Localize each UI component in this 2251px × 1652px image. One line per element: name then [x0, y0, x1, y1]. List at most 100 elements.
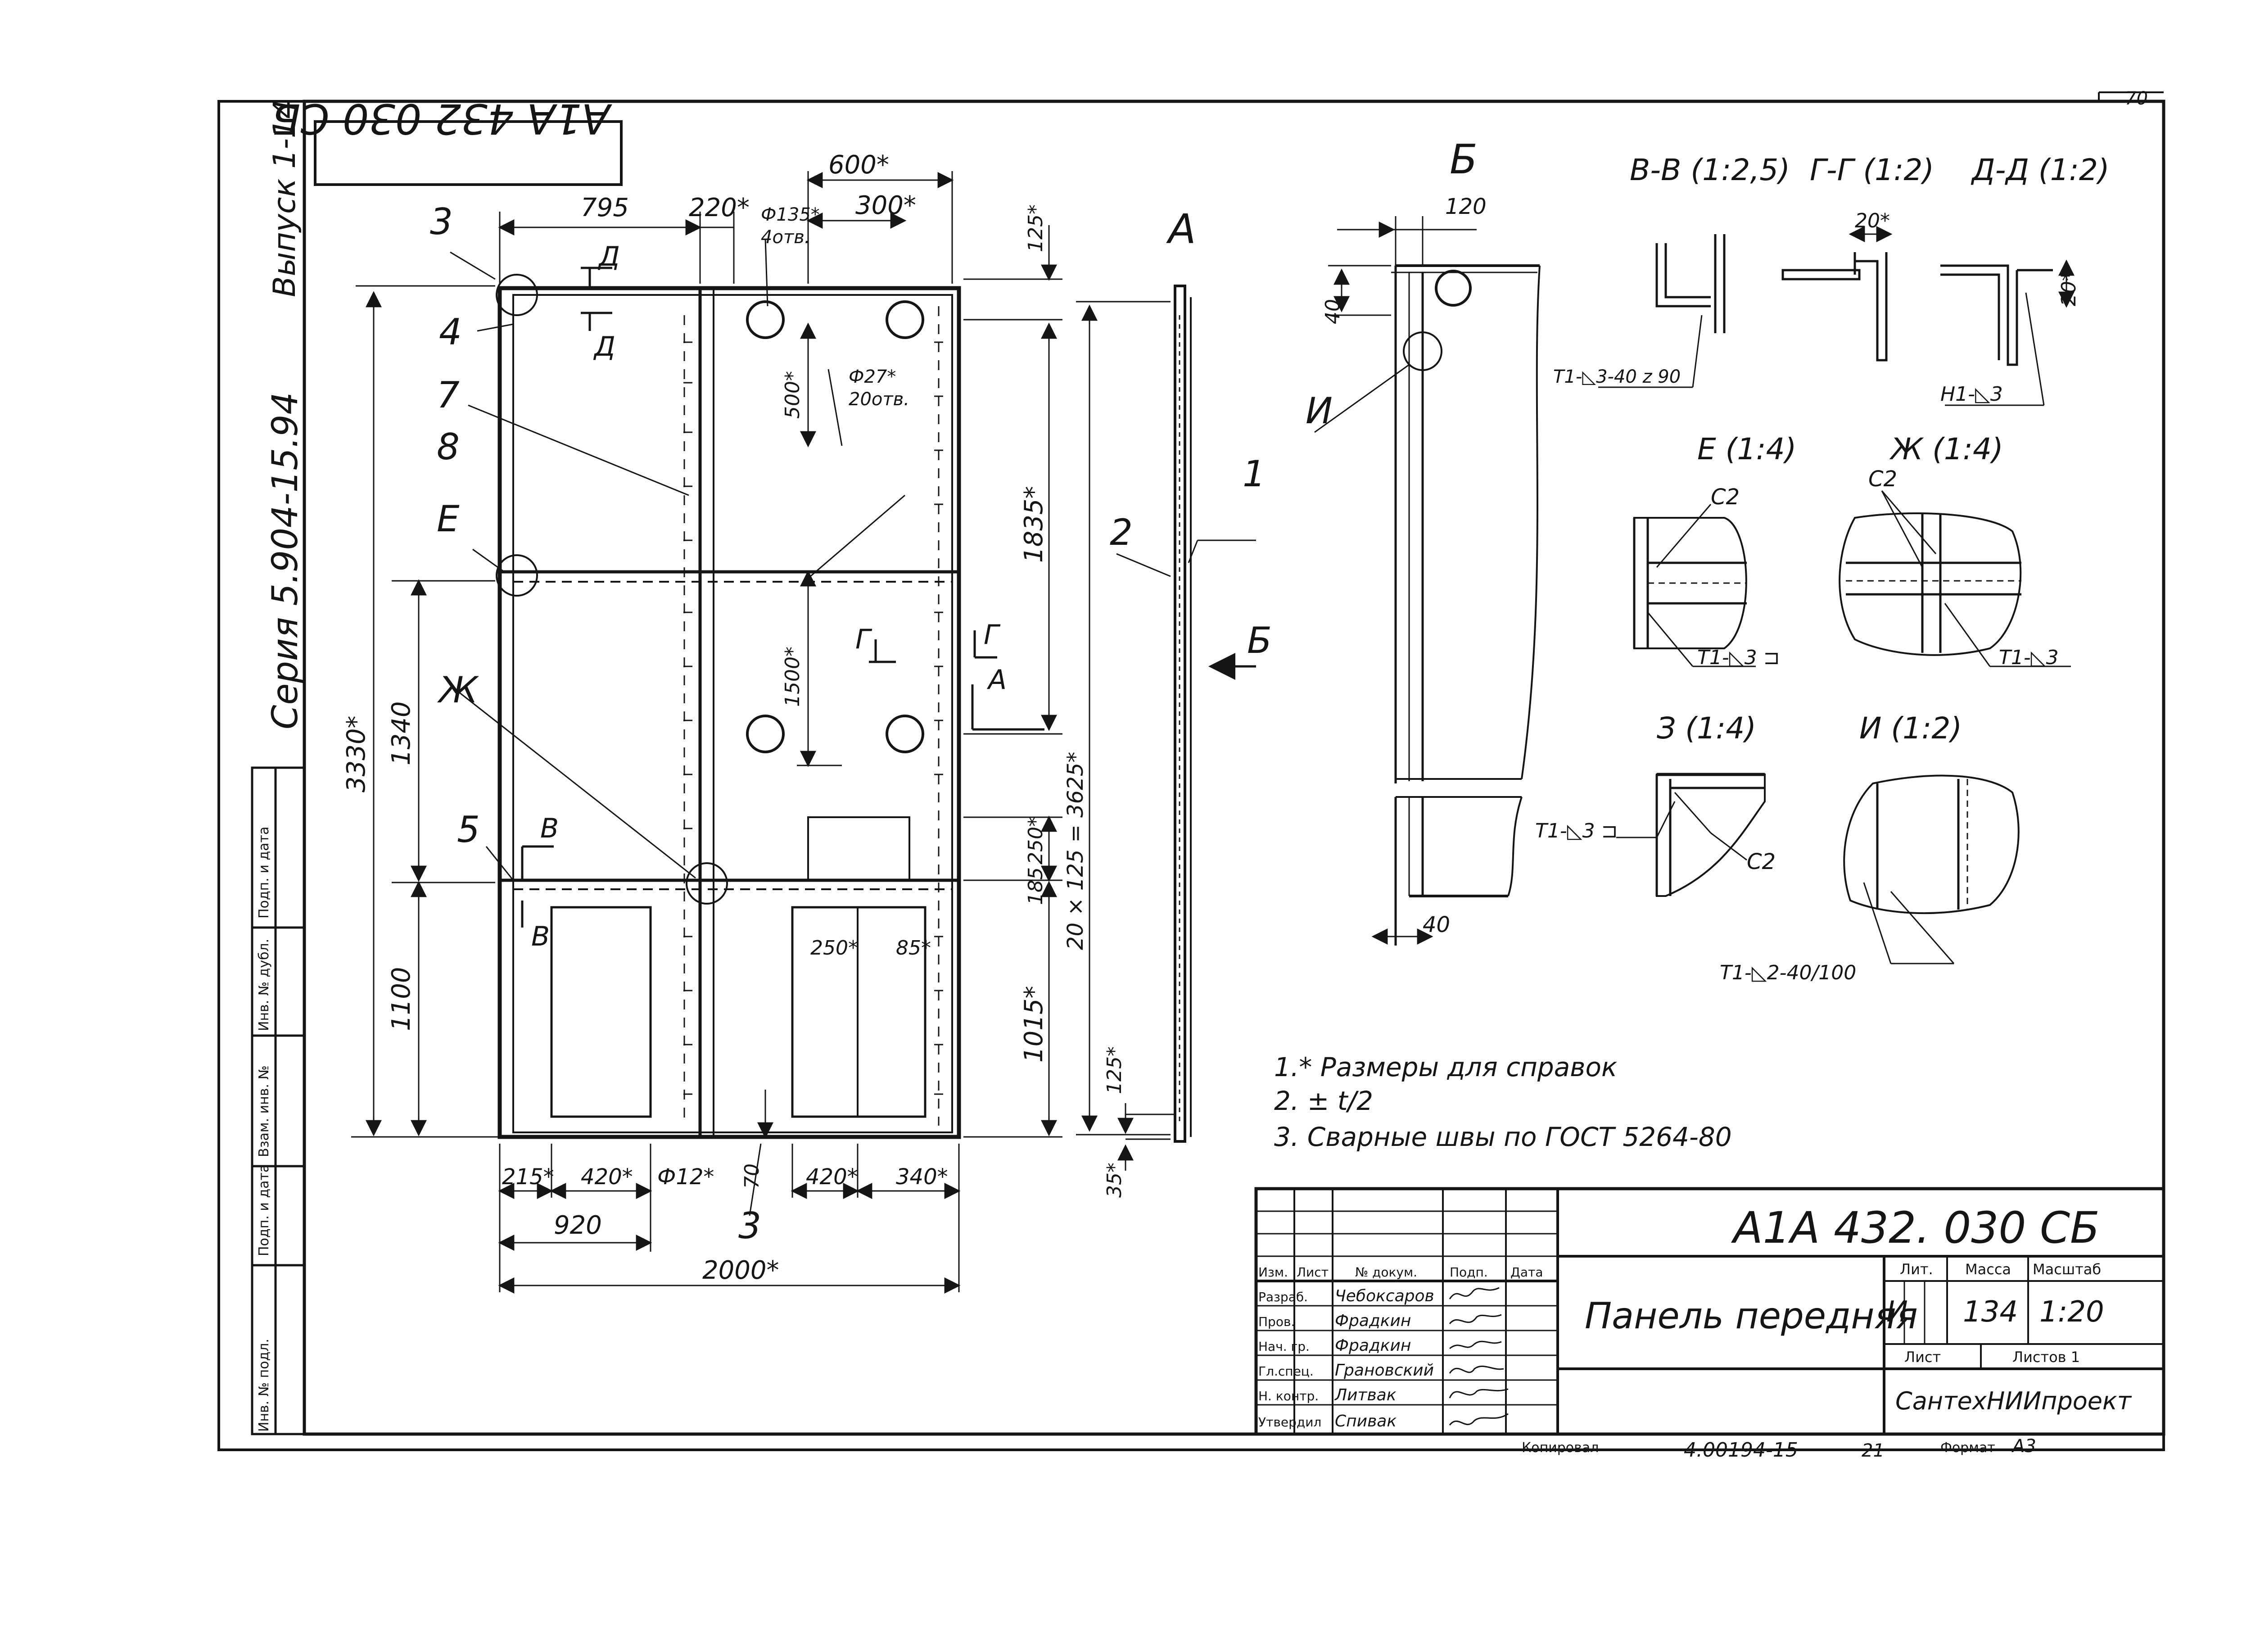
value-scale: 1:20 — [2039, 1295, 2104, 1329]
hole-small-label: Ф27* — [849, 367, 896, 387]
dim-420-left: 420* — [581, 1164, 633, 1190]
header-mass: Масса — [1965, 1261, 2011, 1278]
callout-5: 5 — [457, 809, 480, 851]
detail-dd-dim: 20* — [2057, 271, 2080, 306]
dim-1100: 1100 — [387, 967, 416, 1031]
stamp-podp-data-2: Подп. и дата — [256, 827, 272, 919]
dim-250: 250* — [1024, 817, 1047, 864]
title-block-headers: Лит. Масса Масштаб Лист Листов 1 — [1900, 1261, 2101, 1366]
section-mark-g-right: Г — [984, 619, 1001, 651]
sig-role-5: Утвердил — [1258, 1415, 1321, 1430]
side-view-a — [1076, 285, 1256, 1171]
copy-sheet: 21 — [1862, 1440, 1885, 1461]
format-label: Формат — [1940, 1440, 1995, 1456]
dim-220: 220* — [689, 193, 750, 222]
title-organization: СантехНИИпроект — [1895, 1387, 2132, 1415]
detail-vv — [1598, 234, 1726, 388]
header-sheet: Лист — [1904, 1349, 1941, 1366]
side-view-a-labels: А 20 × 125 = 3625* 125* 35* 1 2 Б — [1063, 206, 1272, 1198]
dim-185: 185 — [1024, 867, 1047, 905]
view-b-dim-40-bottom: 40 — [1423, 912, 1450, 937]
callout-3-bottom: 3 — [738, 1205, 761, 1247]
detail-titles: В-В (1:2,5) Г-Г (1:2) Д-Д (1:2) Е (1:4) … — [1630, 153, 2110, 746]
value-lit: И — [1886, 1295, 1908, 1329]
header-scale: Масштаб — [2033, 1261, 2101, 1278]
rev-header-podp: Подп. — [1450, 1265, 1488, 1280]
sig-role-0: Разраб. — [1258, 1290, 1308, 1304]
callout-zh: Ж — [437, 669, 479, 711]
sheet-corner-number: 70 — [2125, 88, 2148, 109]
dim-300: 300* — [855, 191, 916, 220]
sig-role-4: Н. контр. — [1258, 1389, 1319, 1403]
rev-header-date: Дата — [1510, 1265, 1543, 1280]
dim-85: 85* — [896, 937, 931, 960]
copied-by-label: Копировал — [1522, 1440, 1599, 1456]
issue-label: Выпуск 1-14 — [267, 100, 303, 297]
dim-1500: 1500* — [781, 647, 804, 707]
dim-1015: 1015* — [1019, 986, 1049, 1063]
sig-name-5: Спивак — [1335, 1412, 1397, 1430]
view-b — [1314, 216, 1541, 946]
dim-3330: 3330* — [342, 715, 371, 792]
view-b-labels: Б 120 40 40 И — [1306, 136, 1487, 937]
sig-name-4: Литвак — [1334, 1386, 1397, 1404]
designation-rotated: А1А 432 030 СБ — [272, 95, 612, 143]
side-view-arrow-b: Б — [1247, 620, 1272, 661]
title-block-values: И 134 1:20 — [1886, 1295, 2104, 1329]
stamp-inv-dubl: Инв. № дубл. — [256, 939, 272, 1031]
hole-large-count: 4отв. — [761, 227, 810, 248]
hole-small-count: 20отв. — [849, 389, 909, 410]
sig-role-2: Нач. гр. — [1258, 1339, 1310, 1354]
section-mark-d-bottom: Д — [593, 331, 615, 362]
dim-920: 920 — [554, 1211, 602, 1240]
detail-dd-weld: Н1-◺3 — [1940, 383, 2003, 406]
copy-line: Копировал 4.00194-15 21 Формат А3 — [1522, 1436, 2036, 1462]
designation-rotated-box: А1А 432 030 СБ — [272, 95, 623, 186]
side-stamp — [251, 766, 306, 1435]
dim-500: 500* — [781, 371, 804, 419]
detail-zh-c2: С2 — [1868, 466, 1897, 492]
dim-215: 215* — [502, 1164, 554, 1190]
detail-zh-title: Ж (1:4) — [1889, 432, 2003, 466]
signature-scribbles — [1449, 1287, 1509, 1426]
sig-role-3: Гл.спец. — [1258, 1364, 1314, 1379]
detail-i — [1843, 774, 2020, 964]
detail-z-title: З (1:4) — [1657, 711, 1756, 746]
stamp-inv-podl: Инв. № подл. — [256, 1339, 272, 1432]
dim-600: 600* — [828, 150, 889, 180]
detail-z-c2: С2 — [1747, 849, 1776, 874]
copy-number: 4.00194-15 — [1684, 1439, 1798, 1462]
callout-3-top: 3 — [430, 201, 453, 243]
detail-i-weld: Т1-◺2-40/100 — [1720, 961, 1856, 984]
callout-4: 4 — [439, 311, 462, 353]
dim-250-inner: 250* — [810, 937, 858, 960]
sig-name-0: Чебоксаров — [1335, 1287, 1434, 1305]
format-value: А3 — [2011, 1436, 2036, 1457]
detail-z-weld: Т1-◺3 ⊐ — [1535, 819, 1618, 842]
title-designation: А1А 432. 030 СБ — [1731, 1203, 2100, 1253]
callout-7: 7 — [437, 374, 460, 416]
hole-large-label: Ф135* — [761, 204, 820, 225]
detail-dd — [1940, 259, 2075, 406]
main-view-labels: 795 220* 600* 300* Ф135* 4отв. Ф27* 20от… — [342, 150, 1049, 1285]
dim-125-top: 125* — [1024, 204, 1047, 252]
revision-header: Изм. Лист № докум. Подп. Дата — [1258, 1265, 1543, 1280]
dim-795: 795 — [581, 193, 629, 222]
detail-i-title: И (1:2) — [1859, 711, 1962, 746]
rev-header-doc: № докум. — [1355, 1265, 1417, 1280]
notes: 1.* Размеры для справок 2. ± t/2 3. Свар… — [1274, 1052, 1732, 1152]
side-callout-2: 2 — [1110, 511, 1133, 553]
section-mark-d-top: Д — [597, 241, 620, 272]
sig-name-1: Фрадкин — [1335, 1312, 1411, 1330]
sig-name-3: Грановский — [1335, 1361, 1434, 1380]
sig-role-1: Пров. — [1258, 1314, 1295, 1329]
sig-name-2: Фрадкин — [1335, 1336, 1411, 1355]
detail-e-weld: Т1-◺3 ⊐ — [1697, 646, 1780, 669]
detail-e — [1633, 504, 1756, 667]
detail-gg — [1781, 226, 1893, 362]
rev-header-list: Лист — [1297, 1265, 1329, 1280]
header-sheets: Листов 1 — [2012, 1349, 2080, 1366]
detail-vv-weld: Т1-◺3-40 z 90 — [1553, 367, 1681, 387]
callout-8: 8 — [437, 426, 460, 468]
side-callout-1: 1 — [1243, 453, 1266, 495]
